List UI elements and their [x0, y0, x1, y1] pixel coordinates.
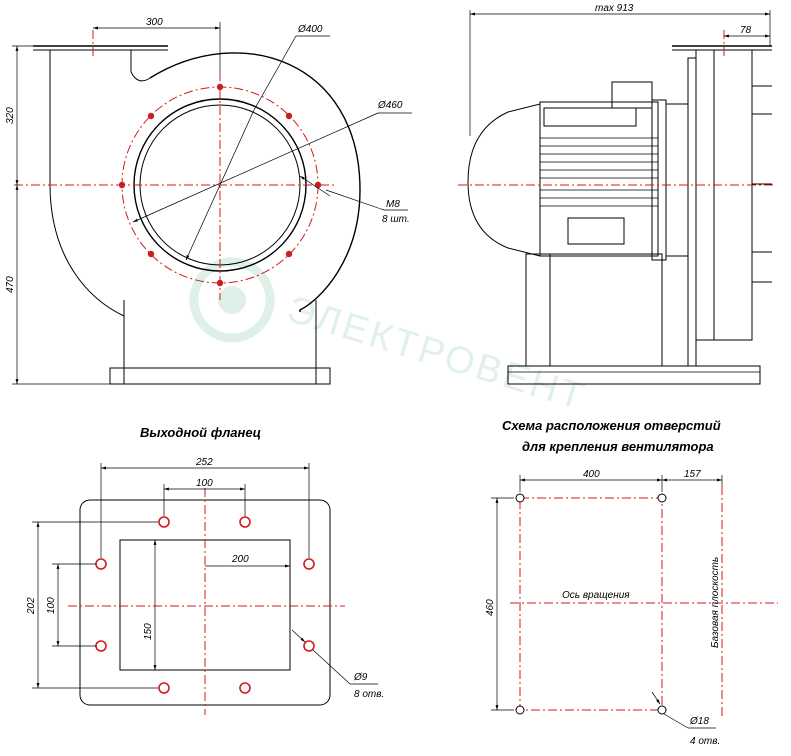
watermark-logo-core [218, 286, 246, 314]
mount-title-line2: для крепления вентилятора [522, 439, 714, 454]
dim-100-left-label: 100 [46, 597, 57, 614]
mount-hole [657, 493, 667, 503]
motor-support-left [525, 253, 551, 367]
mount-hole [515, 705, 525, 715]
flange-hole [239, 682, 251, 694]
bolt-hole [216, 83, 224, 91]
dim-157-label: 157 [684, 469, 701, 480]
flange-hole [95, 558, 107, 570]
dim-913-label: max 913 [595, 3, 634, 14]
scroll-casing-lower-left [49, 183, 125, 317]
flange-hole [158, 516, 170, 528]
mount-hole [657, 705, 667, 715]
front-base-plate [109, 367, 331, 385]
d18-label: Ø18 [689, 716, 709, 727]
housing-side-plate [687, 57, 697, 367]
motor-end-cap [467, 103, 541, 257]
bolt-hole [285, 112, 293, 120]
dia-460-label: Ø460 [377, 100, 403, 111]
bolt-hole [147, 112, 155, 120]
dim-150-label: 150 [143, 623, 154, 640]
dim-470-label: 470 [5, 276, 16, 293]
housing-body [695, 49, 753, 341]
terminal-box-base [543, 107, 637, 127]
flange-view: 252 100 200 202 100 150 Ø9 8 отв. [26, 457, 384, 715]
m8-label: M8 [386, 199, 400, 210]
outlet-tongue [130, 71, 151, 82]
d9-leader [312, 649, 351, 685]
dia-400-leader [253, 35, 297, 111]
terminal-box [611, 81, 653, 109]
bolt-hole [147, 250, 155, 258]
base-plane-label: Базовая плоскость [710, 557, 721, 648]
d18-leader-arrow [651, 691, 661, 705]
side-view: max 913 78 [458, 3, 776, 385]
dim-460-label: 460 [485, 599, 496, 616]
flange-hole [239, 516, 251, 528]
d18-leader [663, 713, 689, 729]
watermark-text: ЭЛЕКТРОВЕНТ [282, 288, 591, 419]
m8-leader-arrow [299, 175, 331, 197]
dim-320-label: 320 [5, 107, 16, 124]
mount-view: 400 157 460 Ось вращения Базовая плоскос… [485, 469, 778, 747]
bolt-hole [285, 250, 293, 258]
scroll-casing-outer [149, 52, 361, 312]
mounting-studs [752, 85, 772, 283]
dim-400-label: 400 [583, 469, 600, 480]
d9-leader-arrow [291, 629, 306, 643]
motor-adapter [665, 103, 689, 257]
m8-count-label: 8 шт. [382, 214, 410, 225]
motor-body [539, 101, 659, 257]
watermark: ЭЛЕКТРОВЕНТ [189, 257, 591, 419]
dia-400-line [185, 109, 255, 261]
front-view: 300 320 470 Ø400 Ø460 M8 8 шт. [5, 17, 412, 385]
motor-terminal-plate [567, 217, 625, 245]
dim-200-label: 200 [231, 554, 249, 565]
dim-100-top-label: 100 [196, 478, 213, 489]
d18-count-label: 4 отв. [690, 736, 720, 747]
mount-hole-pattern [519, 497, 663, 711]
d9-count-label: 8 отв. [354, 689, 384, 700]
flange-hole [158, 682, 170, 694]
dim-252-label: 252 [195, 457, 213, 468]
watermark-logo-ring [189, 257, 275, 343]
dia-400-label: Ø400 [297, 24, 323, 35]
dim-300-label: 300 [146, 17, 163, 28]
dim-78-label: 78 [740, 25, 752, 36]
flange-title: Выходной фланец [140, 425, 261, 440]
flange-hole [303, 640, 315, 652]
motor-support-body [549, 253, 663, 367]
m8-leader [325, 189, 385, 211]
dim-202-label: 202 [26, 597, 37, 615]
dia-460-line [132, 112, 379, 223]
rotation-axis-label: Ось вращения [562, 590, 630, 601]
mount-title-line1: Схема расположения отверстий [502, 418, 721, 433]
mount-hole [515, 493, 525, 503]
flange-hole [303, 558, 315, 570]
motor-flange [651, 99, 667, 261]
flange-hole [95, 640, 107, 652]
d9-label: Ø9 [353, 672, 368, 683]
motor-cooling-fins [540, 137, 658, 207]
